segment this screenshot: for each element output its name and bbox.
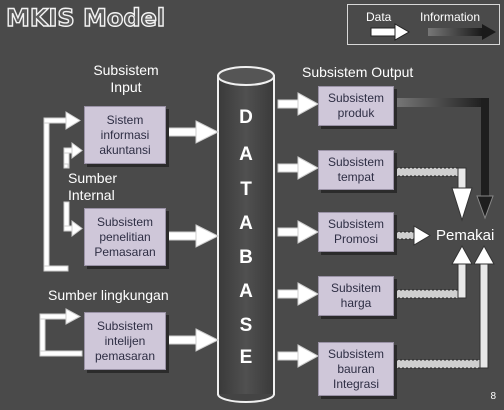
input-box-subsistem-penelitian-pemasaran: Subsistem penelitian Pemasaran <box>84 208 166 266</box>
database-letter: A <box>239 213 253 234</box>
database-letter: B <box>239 247 253 268</box>
output-box-subsistem-produk: Subsistem produk <box>318 86 394 126</box>
sumber-lingkungan-label: Sumber lingkungan <box>48 287 169 303</box>
page-title: MKIS Model <box>5 3 166 32</box>
page-number: 8 <box>490 391 496 402</box>
input-data-lines <box>39 111 83 357</box>
input-box-subsistem-intelijen-pemasaran: Subsistem intelijen pemasaran <box>84 312 166 370</box>
output-box-subsistem-bauran-integrasi: Subsistem bauran Integrasi <box>318 342 394 396</box>
database-letter: E <box>239 347 253 368</box>
legend: Data Information <box>347 4 500 45</box>
sumber-internal-label: Sumber Internal <box>68 170 118 203</box>
database-letter: S <box>239 315 253 336</box>
output-to-user-lines <box>395 98 495 369</box>
output-heading: Subsistem Output <box>302 64 414 80</box>
input-to-db-arrows <box>167 120 220 352</box>
input-box-sistem-informasi-akuntansi: Sistem informasi akuntansi <box>84 106 166 164</box>
database-letter: A <box>239 144 253 165</box>
database-cylinder <box>217 66 275 403</box>
input-heading: Subsistem Input <box>93 62 159 95</box>
user-label-pemakai: Pemakai <box>436 227 495 244</box>
legend-information-arrow-icon <box>428 24 496 40</box>
database-letter: A <box>239 281 253 302</box>
legend-data-arrow-icon <box>370 23 411 41</box>
db-to-output-arrows <box>277 92 320 368</box>
legend-information-label: Information <box>420 10 481 24</box>
legend-data-label: Data <box>366 10 392 24</box>
database-letter: D <box>239 107 253 128</box>
database-letter: T <box>240 179 252 200</box>
output-box-subsistem-promosi: Subsistem Promosi <box>318 212 394 252</box>
output-box-subsitem-harga: Subsitem harga <box>318 276 394 316</box>
output-box-subsistem-tempat: Subsistem tempat <box>318 150 394 190</box>
